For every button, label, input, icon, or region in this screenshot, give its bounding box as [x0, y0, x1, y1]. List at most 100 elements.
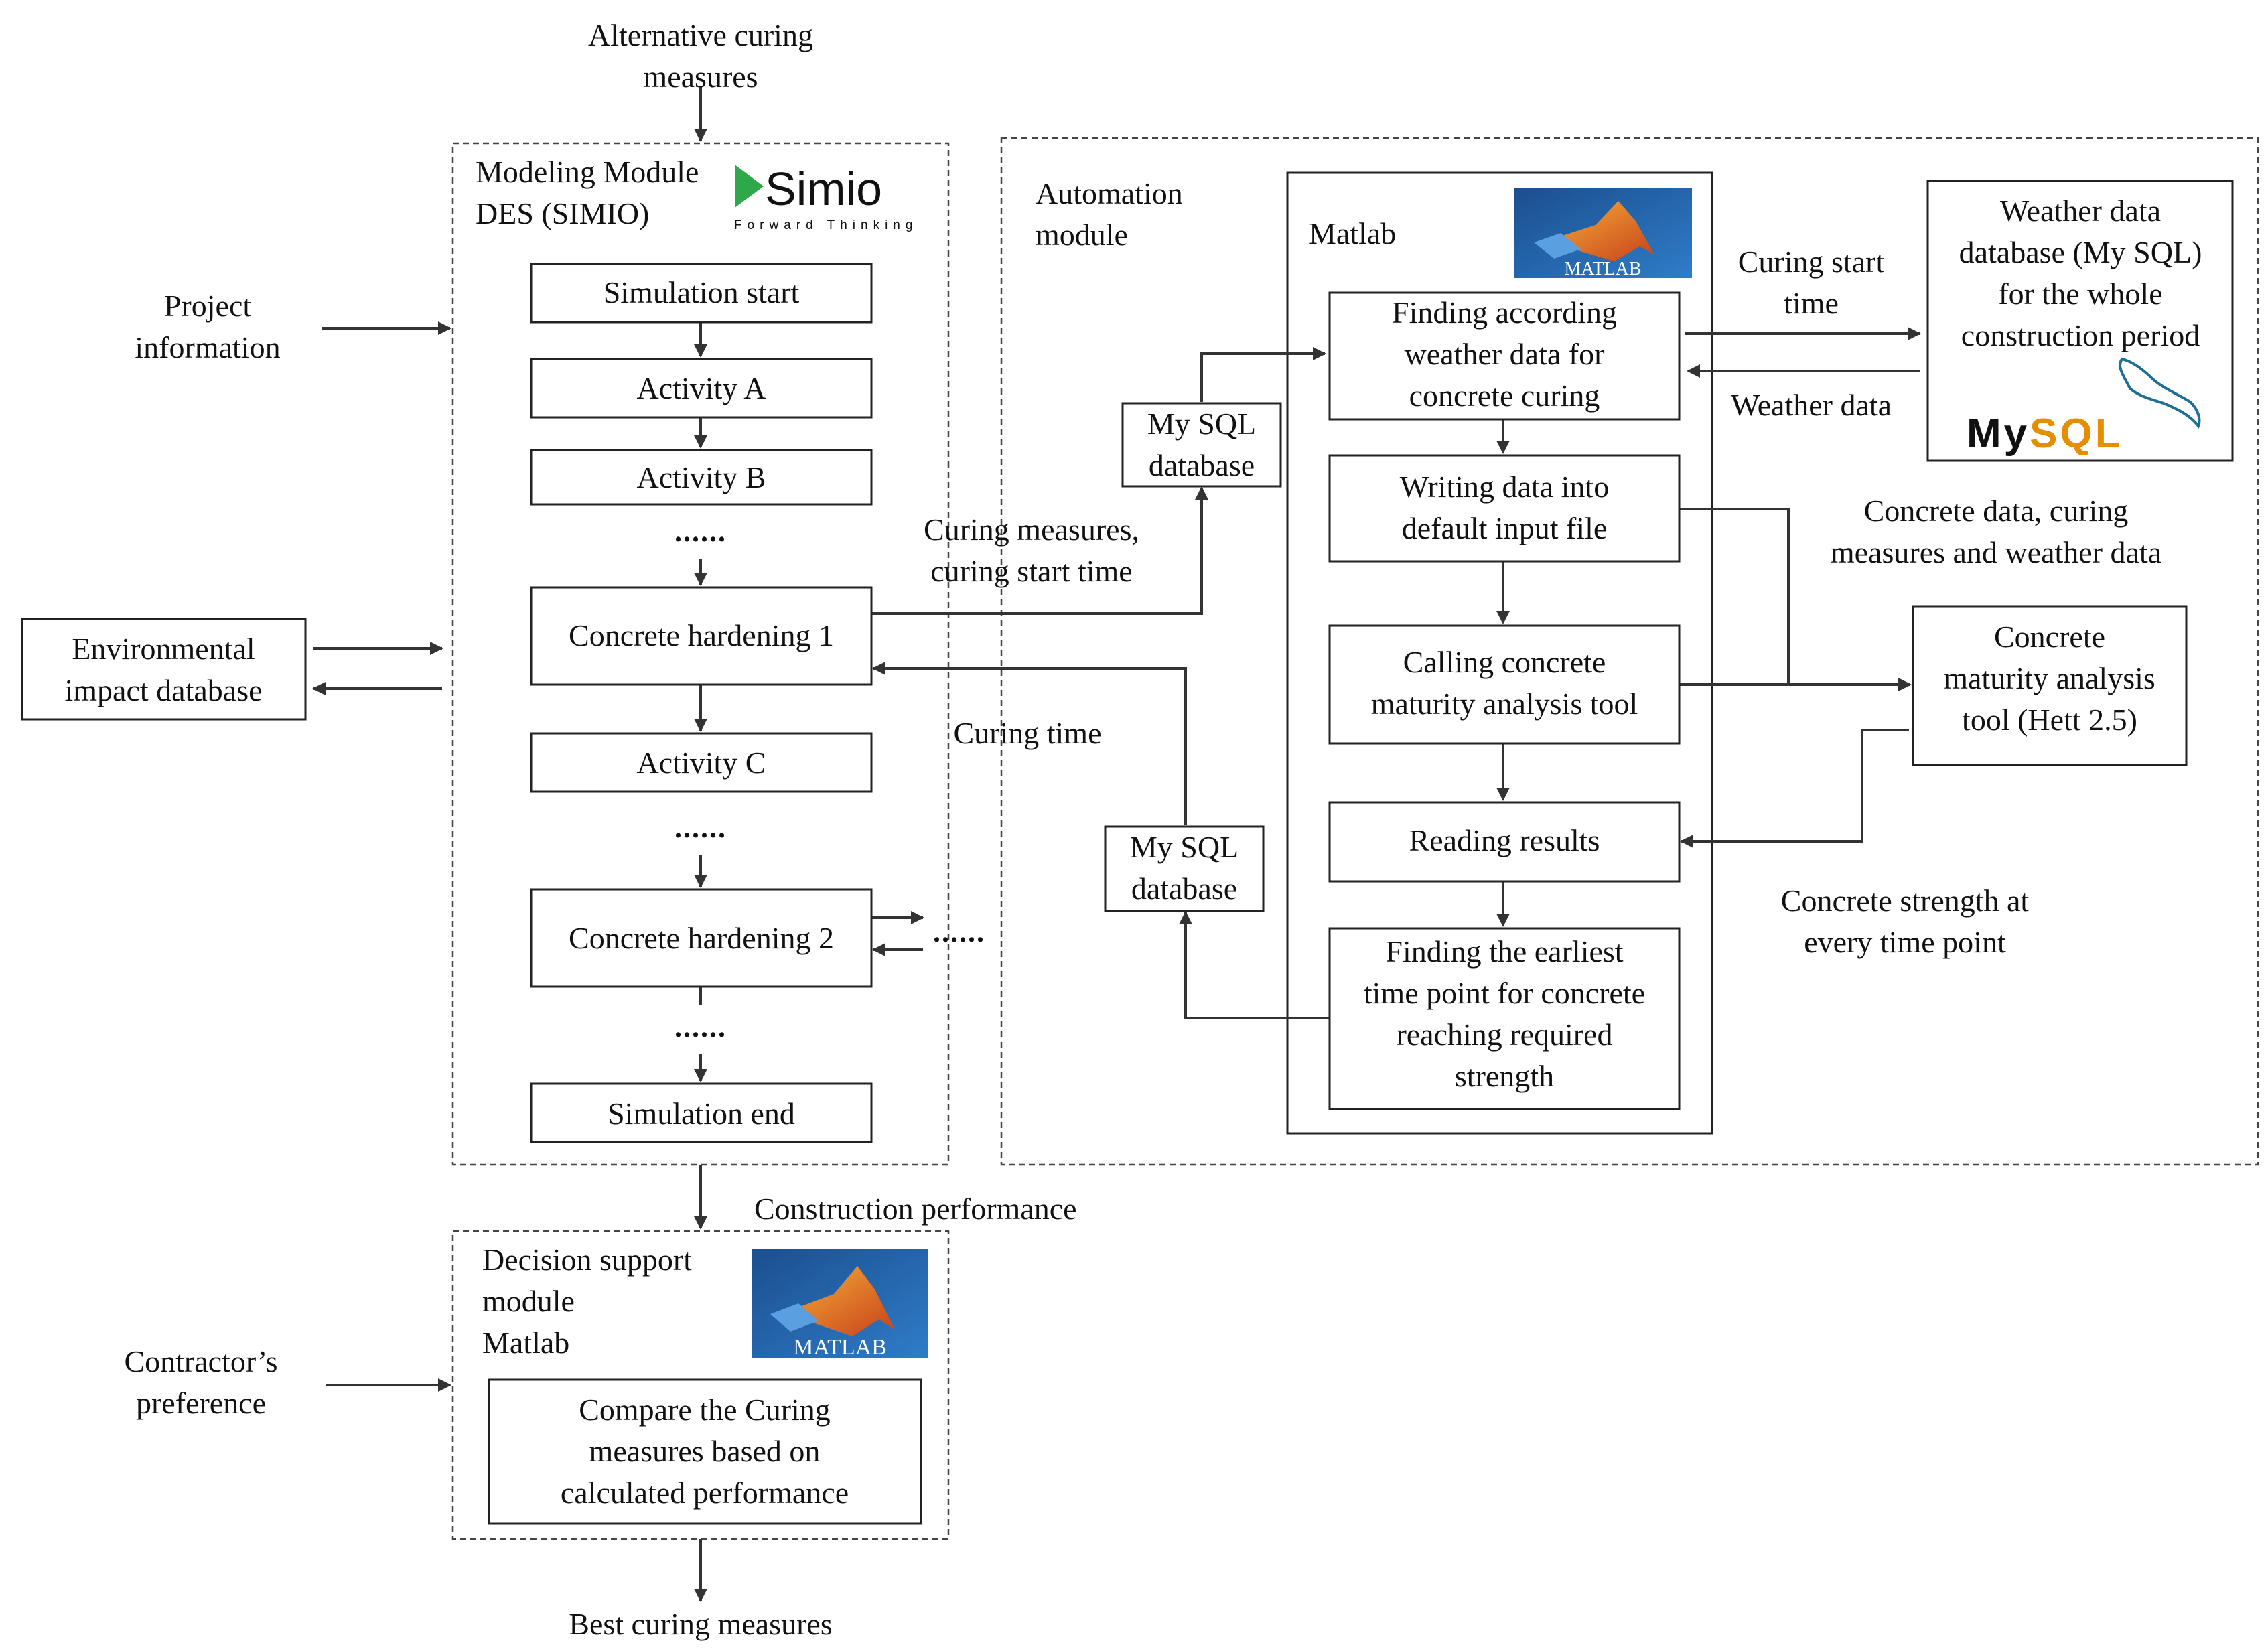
sim-end-box: [530, 1082, 873, 1143]
project-info-label-line-1: Project: [164, 289, 252, 323]
simio-logo-text: Simio: [765, 163, 882, 215]
arrow-to-mysql-2: [1179, 911, 1330, 1019]
sim-end-label: Simulation end: [608, 1096, 795, 1131]
sim-start-box: [530, 263, 873, 324]
find-earliest-box: [1328, 927, 1681, 1110]
automation-module-title: Automation module: [1036, 176, 1183, 252]
read-results-label-line-1: Reading results: [1409, 823, 1600, 857]
automation-module-container: [1000, 137, 2259, 1166]
activity-c-label: Activity C: [637, 745, 766, 780]
activity-a-label-line-1: Activity A: [637, 371, 766, 405]
ellipsis-2: ......: [675, 811, 727, 844]
matlab-label-line-1: Matlab: [1309, 216, 1396, 250]
simio-logo: Simio Forward Thinking: [734, 163, 918, 232]
activity-a-label: Activity A: [637, 371, 766, 405]
sim-start-label-line-1: Simulation start: [604, 275, 800, 309]
mysql-db-1-box: [1121, 402, 1282, 488]
mysql-logo: MySQL: [1967, 357, 2201, 457]
curing-start-time-label-line-1: Curing start: [1738, 244, 1885, 279]
sim-start-label: Simulation start: [604, 275, 800, 309]
write-data-label: Writing data into default input file: [1400, 470, 1609, 545]
curing-start-time-label-line-2: time: [1784, 286, 1839, 320]
decision-module-title-line-1: Decision support: [482, 1242, 692, 1277]
activity-a-box: [530, 358, 873, 419]
arrow-to-mysql-1: [871, 486, 1208, 615]
hardening-1-label: Concrete hardening 1: [569, 618, 834, 652]
matlab-logo-text-2: MATLAB: [793, 1335, 887, 1360]
hardening-2-label-line-1: Concrete hardening 2: [569, 921, 834, 955]
curing-measures-label-line-2: curing start time: [930, 554, 1132, 588]
hardening-2-box: [530, 888, 873, 988]
decision-module-title-line-2: module: [482, 1284, 575, 1318]
sim-end-label-line-1: Simulation end: [608, 1096, 795, 1131]
env-db-label-line-2: impact database: [64, 673, 262, 707]
construction-performance-label: Construction performance: [754, 1192, 1077, 1226]
weather-db-box: [1926, 180, 2234, 462]
call-tool-label-line-2: maturity analysis tool: [1371, 687, 1638, 721]
find-weather-label-line-3: concrete curing: [1409, 378, 1600, 413]
automation-module-title-line-1: Automation: [1036, 176, 1183, 210]
ellipsis-1: ......: [675, 515, 727, 548]
weather-data-label-line-1: Weather data: [1731, 388, 1892, 422]
matlab-logo-automation: MATLAB: [1514, 188, 1692, 279]
find-earliest-label-line-1: Finding the earliest: [1385, 934, 1623, 969]
compare-box: [488, 1378, 922, 1525]
compare-box-label-line-1: Compare the Curing: [579, 1392, 831, 1427]
best-curing-label: Best curing measures: [569, 1607, 832, 1641]
construction-performance-label-line-1: Construction performance: [754, 1192, 1077, 1226]
curing-time-label: Curing time: [953, 716, 1101, 750]
modeling-module-title-line-2: DES (SIMIO): [476, 196, 649, 230]
hardening-1-box: [530, 586, 873, 686]
write-data-label-line-1: Writing data into: [1400, 470, 1609, 504]
env-db-box: [21, 618, 307, 721]
weather-db-label-line-4: construction period: [1961, 318, 2200, 352]
activity-b-box: [530, 449, 873, 506]
arrow-mysql-to-finding: [1200, 347, 1326, 402]
find-earliest-label-line-4: strength: [1455, 1059, 1554, 1093]
matlab-frame: [1286, 171, 1713, 1135]
contractor-pref-label-line-2: preference: [136, 1386, 266, 1420]
find-weather-box: [1328, 291, 1681, 421]
ellipsis-4: ......: [933, 916, 985, 948]
activity-b-label: Activity B: [637, 460, 766, 494]
maturity-tool-label-line-2: maturity analysis: [1944, 661, 2155, 695]
mysql-db-2-label-line-2: database: [1131, 871, 1237, 906]
weather-db-label-line-1: Weather data: [2000, 194, 2161, 228]
curing-start-time-label: Curing start time: [1738, 244, 1885, 320]
concrete-data-label-line-1: Concrete data, curing: [1864, 494, 2129, 528]
weather-data-label: Weather data: [1731, 388, 1892, 422]
simio-triangle-icon: [735, 165, 764, 208]
concrete-strength-label-line-2: every time point: [1804, 925, 2006, 959]
alt-curing-label-line-1: Alternative curing: [588, 18, 813, 52]
best-curing-label-line-1: Best curing measures: [569, 1607, 832, 1641]
concrete-strength-label-line-1: Concrete strength at: [1781, 883, 2030, 918]
concrete-strength-label: Concrete strength at every time point: [1781, 883, 2030, 959]
activity-c-box: [530, 732, 873, 793]
call-tool-box: [1328, 624, 1681, 745]
curing-measures-label-line-1: Curing measures,: [924, 512, 1139, 547]
simio-tagline: Forward Thinking: [734, 218, 918, 232]
maturity-tool-label-line-1: Concrete: [1994, 620, 2105, 654]
read-results-box: [1328, 801, 1681, 883]
find-earliest-label-line-3: reaching required: [1396, 1017, 1612, 1052]
modeling-module-container: [451, 142, 950, 1166]
weather-db-label-line-2: database (My SQL): [1959, 235, 2202, 269]
mysql-db-1-label-line-1: My SQL: [1147, 407, 1256, 441]
write-data-label-line-2: default input file: [1402, 511, 1608, 545]
mysql-dolphin-icon: [2119, 357, 2201, 429]
find-weather-label-line-2: weather data for: [1405, 337, 1605, 371]
automation-module-title-line-2: module: [1036, 218, 1128, 252]
matlab-logo-decision: MATLAB: [752, 1249, 928, 1360]
